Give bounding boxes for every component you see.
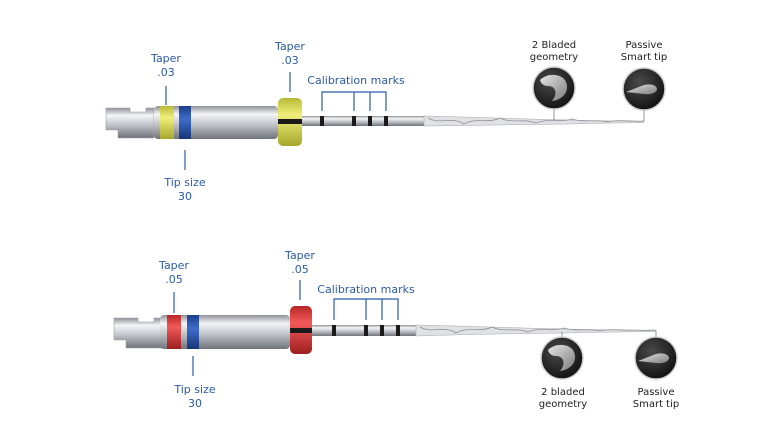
label-value: 30 — [188, 397, 202, 410]
calibration-mark-1 — [320, 116, 324, 126]
label-line: Passive — [637, 387, 675, 398]
file-top — [105, 66, 666, 170]
label-line: Taper — [275, 40, 305, 53]
calibration-bracket — [333, 298, 399, 320]
label-line: 2 bladed — [541, 387, 585, 398]
label-line: Smart tip — [620, 52, 668, 63]
label-value: .03 — [157, 66, 175, 79]
label-value: .03 — [281, 54, 299, 67]
top-calibration-label: Calibration marks — [307, 74, 404, 88]
calibration-mark-4 — [396, 325, 400, 336]
label-line: Tip size — [174, 383, 216, 396]
handle-latch — [105, 107, 155, 139]
working-part — [423, 115, 645, 127]
top-collar-taper-label: Taper .03 — [275, 40, 305, 68]
label-line: Passive — [625, 40, 663, 51]
label-line: Smart tip — [632, 399, 680, 410]
top-tip-size-label: Tip size 30 — [164, 176, 205, 204]
label-line: Taper — [151, 52, 181, 65]
bottom-calibration-label: Calibration marks — [317, 283, 414, 297]
smart-tip-shape — [626, 84, 657, 95]
cross-section-blade — [540, 74, 568, 101]
bottom-collar-taper-label: Taper .05 — [285, 249, 315, 277]
calibration-mark-2 — [364, 325, 368, 336]
label-line: Calibration marks — [307, 74, 405, 87]
label-line: 2 Bladed — [531, 40, 577, 51]
top-geometry-label: 2 Bladed geometry — [530, 40, 578, 64]
cross-section-blade — [548, 344, 576, 371]
label-line: Tip size — [164, 176, 206, 189]
bottom-tip-size-label: Tip size 30 — [174, 383, 215, 411]
bottom-smart-tip-label: Passive Smart tip — [633, 387, 679, 411]
tip-size-ring-blue — [179, 106, 191, 139]
calibration-mark-2 — [352, 116, 356, 126]
label-line: Calibration marks — [317, 283, 415, 296]
taper-ring-red — [167, 315, 181, 349]
handle-latch — [113, 317, 163, 349]
label-value: .05 — [165, 273, 183, 286]
calibration-mark-4 — [384, 116, 388, 126]
smart-tip-shape — [638, 353, 669, 364]
calibration-bracket — [321, 91, 387, 111]
shank — [302, 116, 424, 126]
label-value: .05 — [291, 263, 309, 276]
tip-size-ring-blue — [187, 315, 199, 349]
blade-helix — [419, 326, 657, 334]
label-value: 30 — [178, 190, 192, 203]
file-bottom — [113, 280, 678, 380]
label-line: geometry — [538, 399, 588, 410]
blade-helix — [427, 117, 645, 125]
bottom-handle-taper-label: Taper .05 — [159, 259, 189, 287]
bottom-geometry-label: 2 bladed geometry — [539, 387, 587, 411]
collar-band — [278, 119, 302, 124]
label-line: Taper — [159, 259, 189, 272]
calibration-mark-3 — [380, 325, 384, 336]
calibration-mark-3 — [368, 116, 372, 126]
top-handle-taper-label: Taper .03 — [151, 52, 181, 80]
top-smart-tip-label: Passive Smart tip — [621, 40, 667, 64]
calibration-mark-1 — [332, 325, 336, 336]
collar-band — [290, 328, 312, 333]
label-line: Taper — [285, 249, 315, 262]
label-line: geometry — [529, 52, 579, 63]
taper-ring-yellow — [160, 106, 174, 139]
